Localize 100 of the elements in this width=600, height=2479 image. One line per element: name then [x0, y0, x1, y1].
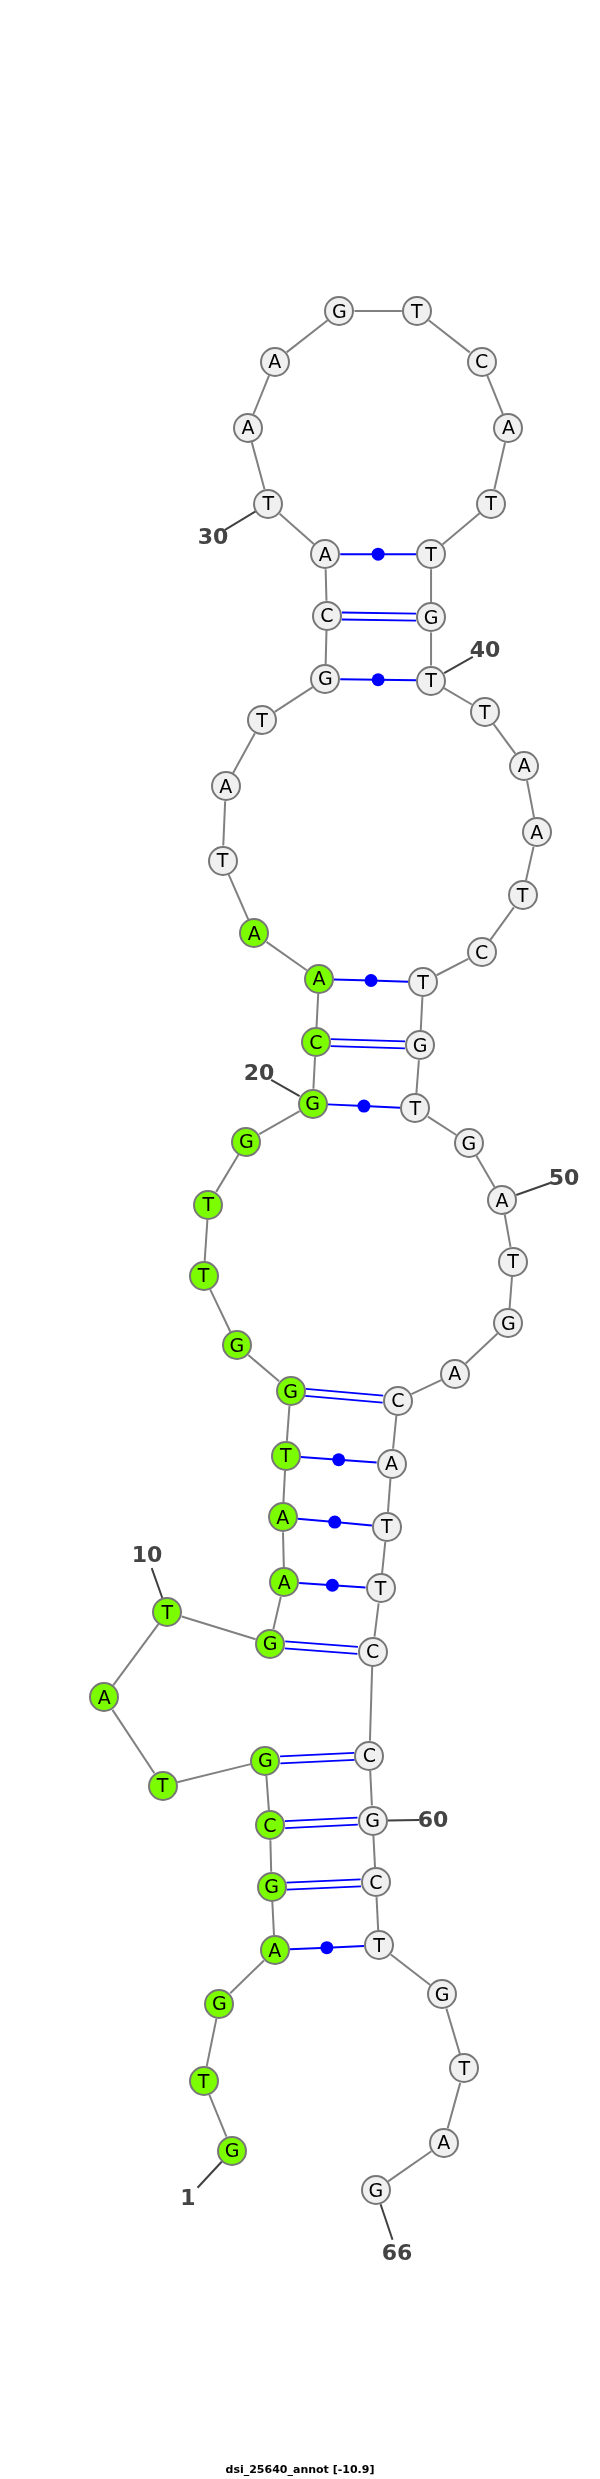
nucleotide-circle: C [357, 1636, 388, 1667]
backbone-line [227, 873, 250, 921]
backbone-line [208, 2093, 228, 2138]
base-pair-line [326, 1103, 402, 1109]
nucleotide-circle: A [259, 1935, 290, 1965]
backbone-line [229, 1959, 265, 1995]
nucleotide-circle: T [371, 1511, 402, 1542]
position-number: 10 [131, 1544, 163, 1566]
backbone-line [493, 441, 507, 491]
nucleotide-circle: G [493, 1308, 524, 1339]
base-pair-double-line [304, 1388, 385, 1404]
nucleotide-circle: A [439, 1358, 470, 1389]
backbone-line [269, 1839, 273, 1873]
nucleotide-circle: A [259, 346, 290, 377]
backbone-line [386, 1477, 392, 1513]
base-pair-double-line [283, 1640, 359, 1655]
backbone-line [271, 1900, 275, 1936]
backbone-line [180, 1615, 257, 1641]
backbone-line [112, 1623, 160, 1687]
backbone-line [486, 374, 504, 415]
backbone-line [524, 845, 535, 882]
nucleotide-circle: G [256, 1871, 287, 1902]
leader-line [515, 1181, 552, 1196]
leader-line [379, 2203, 394, 2241]
nucleotide-circle: A [303, 963, 334, 994]
nucleotide-circle: T [188, 1260, 219, 1291]
backbone-line [492, 723, 517, 755]
backbone-line [373, 1602, 380, 1638]
backbone-line [419, 996, 424, 1032]
backbone-line [315, 992, 320, 1029]
base-pair-double-line [340, 611, 417, 622]
backbone-line [464, 1332, 499, 1365]
backbone-line [282, 1531, 285, 1569]
nucleotide-circle: C [382, 1385, 413, 1416]
backbone-line [526, 779, 536, 819]
nucleotide-circle: G [357, 1805, 388, 1836]
nucleotide-circle: A [210, 771, 241, 802]
leader-line [270, 1078, 301, 1098]
base-pair-line [288, 1944, 365, 1951]
base-pair-line [332, 978, 410, 983]
backbone-line [427, 319, 471, 354]
base-pair-double-line [279, 1752, 356, 1765]
nucleotide-circle: T [365, 1573, 396, 1604]
position-number: 60 [417, 1809, 449, 1831]
base-pair-line [299, 1455, 378, 1464]
position-number: 66 [381, 2242, 413, 2264]
nucleotide-circle: C [360, 1867, 391, 1898]
position-number: 1 [180, 2187, 196, 2209]
nucleotide-circle: T [193, 1189, 224, 1220]
nucleotide-circle: G [310, 663, 341, 694]
nucleotide-circle: T [400, 1093, 431, 1124]
leader-line [224, 510, 257, 531]
nucleotide-circle: A [310, 539, 341, 570]
nucleotide-circle: C [311, 600, 342, 631]
nucleotide-circle: T [270, 1440, 301, 1471]
nucleotide-circle: T [498, 1246, 529, 1277]
backbone-line [215, 1153, 240, 1193]
backbone-line [272, 1595, 282, 1631]
nucleotide-circle: A [89, 1682, 120, 1713]
nucleotide-circle: A [269, 1567, 300, 1598]
backbone-line [508, 1275, 513, 1310]
nucleotide-circle: A [487, 1185, 518, 1215]
nucleotide-circle: A [509, 750, 540, 781]
backbone-line [368, 1665, 374, 1742]
nucleotide-circle: C [466, 937, 497, 968]
backbone-line [430, 631, 433, 667]
base-pair-line [339, 553, 418, 556]
backbone-line [176, 1763, 252, 1784]
backbone-line [324, 629, 328, 665]
backbone-line [209, 1288, 232, 1333]
backbone-line [265, 1774, 270, 1812]
backbone-line [369, 1769, 373, 1807]
nucleotide-circle: T [476, 488, 507, 519]
backbone-line [285, 319, 329, 354]
backbone-line [415, 1059, 420, 1095]
backbone-line [381, 1540, 387, 1575]
nucleotide-circle: G [217, 2135, 248, 2166]
nucleotide-circle: A [376, 1448, 407, 1479]
backbone-line [375, 1896, 380, 1932]
nucleotide-circle: A [267, 1502, 298, 1533]
base-pair-double-line [283, 1816, 359, 1829]
nucleotide-circle: G [405, 1030, 435, 1061]
backbone-line [389, 1953, 432, 1986]
nucleotide-circle: C [354, 1740, 385, 1771]
nucleotide-circle: G [204, 1988, 235, 2019]
base-pair-double-line [285, 1878, 362, 1891]
leader-line [150, 1567, 164, 1599]
leader-line [386, 1819, 420, 1822]
backbone-line [475, 1155, 496, 1189]
backbone-line [250, 441, 266, 491]
backbone-line [435, 957, 470, 977]
nucleotide-circle: T [416, 665, 447, 696]
nucleotide-circle: T [147, 1770, 178, 1801]
nucleotide-circle: G [360, 2175, 391, 2205]
backbone-line [278, 512, 316, 546]
nucleotide-circle: G [453, 1128, 484, 1159]
nucleotide-circle: T [408, 967, 439, 998]
backbone-line [441, 512, 481, 546]
nucleotide-circle: G [324, 296, 355, 327]
nucleotide-circle: T [253, 488, 284, 519]
